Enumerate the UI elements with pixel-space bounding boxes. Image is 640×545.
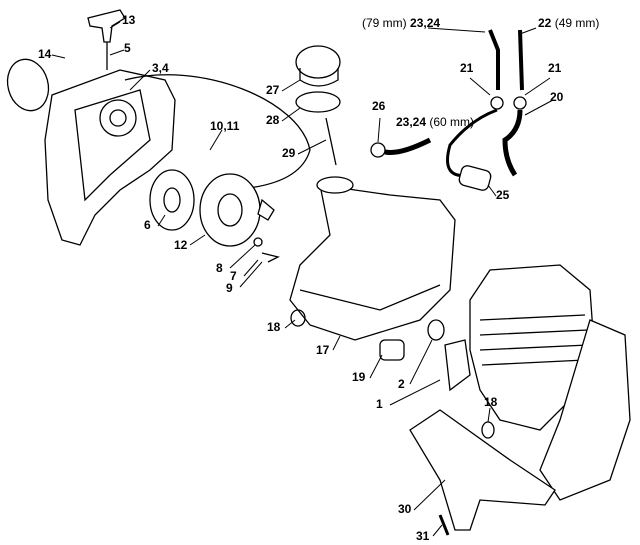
o-ring xyxy=(295,91,341,113)
label-20: 20 xyxy=(550,90,564,104)
label-18a: 18 xyxy=(267,320,281,334)
length: (60 mm) xyxy=(429,115,475,129)
label-21b: 21 xyxy=(548,61,562,75)
fuel-hose xyxy=(370,137,432,158)
starter-rope xyxy=(124,74,311,191)
label-2: 2 xyxy=(398,377,405,391)
leader-lines xyxy=(51,21,554,537)
part-number: 22 xyxy=(538,16,552,30)
starter-housing xyxy=(44,69,176,246)
rewind-spring xyxy=(149,169,195,231)
label-21a: 21 xyxy=(460,61,474,75)
fuel-lines xyxy=(446,29,527,178)
label-1: 1 xyxy=(376,397,383,411)
label-23-24-79mm: (79 mm) 23,24 xyxy=(362,17,440,29)
pickup-tube xyxy=(325,117,337,166)
label-7: 7 xyxy=(230,269,237,283)
starter-grip xyxy=(87,9,126,70)
rope-rotor xyxy=(199,173,275,247)
sleeve xyxy=(379,339,405,361)
fuel-tank xyxy=(289,176,456,341)
label-5: 5 xyxy=(124,41,131,55)
label-31: 31 xyxy=(416,529,430,543)
label-13: 13 xyxy=(122,13,136,27)
bushing-18b xyxy=(481,421,495,439)
label-23-24-60mm: 23,24 (60 mm) xyxy=(396,116,474,128)
carburetor-spacer xyxy=(444,339,471,392)
cover-plate xyxy=(6,58,50,112)
label-28: 28 xyxy=(266,113,280,127)
label-12: 12 xyxy=(174,238,188,252)
label-22-49mm: 22 (49 mm) xyxy=(538,17,599,29)
spacer-ring xyxy=(427,319,445,341)
label-18b: 18 xyxy=(484,395,498,409)
bushing-18a xyxy=(290,309,306,327)
label-17: 17 xyxy=(316,343,330,357)
fuel-filter xyxy=(458,165,492,191)
washer xyxy=(253,237,263,247)
label-8: 8 xyxy=(216,261,223,275)
length: (49 mm) xyxy=(554,16,600,30)
spring-clip xyxy=(261,252,280,263)
label-25: 25 xyxy=(496,188,510,202)
part-number: 23,24 xyxy=(396,115,427,129)
label-9: 9 xyxy=(226,281,233,295)
screw xyxy=(438,514,450,536)
label-14: 14 xyxy=(38,47,52,61)
crankcase xyxy=(539,319,631,501)
label-29: 29 xyxy=(282,146,296,160)
label-26: 26 xyxy=(372,99,386,113)
label-6: 6 xyxy=(144,218,151,232)
label-19: 19 xyxy=(352,370,366,384)
label-3-4: 3,4 xyxy=(152,61,169,75)
length: (79 mm) xyxy=(362,16,407,30)
tank-cap xyxy=(295,45,341,87)
label-10-11: 10,11 xyxy=(210,119,240,133)
part-number: 23,24 xyxy=(410,16,441,30)
label-27: 27 xyxy=(266,83,280,97)
shroud xyxy=(409,409,556,531)
label-30: 30 xyxy=(398,502,412,516)
